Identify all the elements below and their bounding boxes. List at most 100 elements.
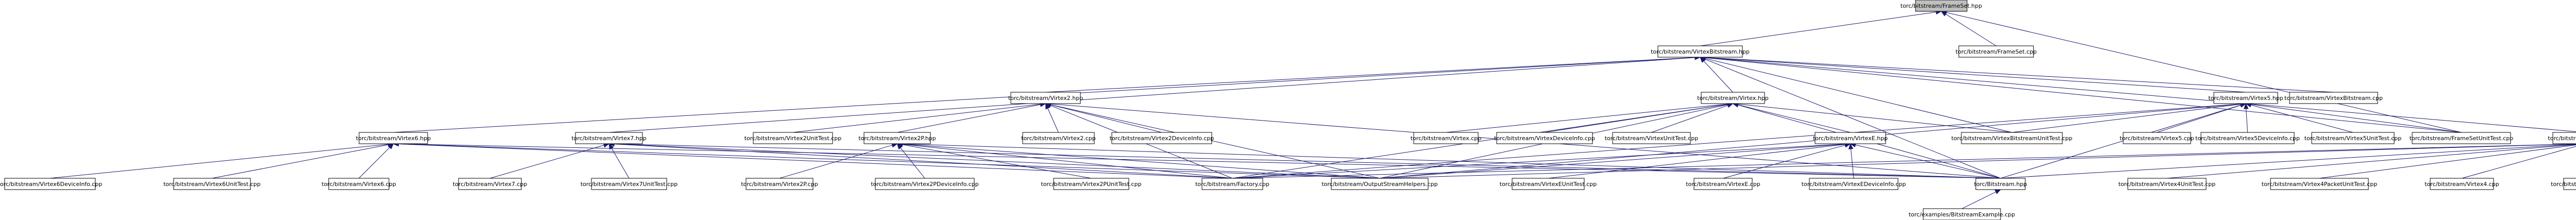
edge-line	[1723, 145, 1845, 179]
graph-node[interactable]: torc/bitstream/VirtexBitstream.hpp	[1651, 45, 1750, 58]
graph-node[interactable]: torc/bitstream/Virtex4PacketUnitTest.cpp	[2262, 178, 2378, 190]
node-label: torc/bitstream/Virtex5UnitTest.cpp	[2304, 135, 2402, 142]
edge-line	[49, 144, 388, 179]
graph-node[interactable]: torc/bitstream/Virtex.hpp	[1697, 92, 1769, 104]
graph-node[interactable]: torc/bitstream/Virtex5.cpp	[2120, 132, 2194, 144]
dependency-edge	[1732, 101, 2012, 133]
graph-node[interactable]: torc/bitstream/VirtexUnitTest.cpp	[1605, 132, 1699, 144]
edge-line	[1548, 144, 1845, 179]
node-label: torc/bitstream/VirtexBitstream.hpp	[1651, 48, 1750, 55]
graph-node[interactable]: torc/bitstream/VirtexEUnitTest.cpp	[1500, 178, 1597, 190]
graph-node[interactable]: torc/bitstream/FrameSetUnitTest.cpp	[2410, 132, 2514, 144]
graph-node[interactable]: torc/bitstream/Virtex2PDeviceInfo.cpp	[871, 178, 979, 190]
node-label: torc/bitstream/Virtex2.cpp	[1021, 135, 1095, 142]
graph-node[interactable]: torc/bitstream/Virtex.cpp	[1411, 132, 1481, 144]
graph-node[interactable]: torc/bitstream/Virtex6.cpp	[321, 178, 396, 190]
graph-node[interactable]: torc/bitstream/Virtex7.cpp	[453, 178, 527, 190]
graph-node[interactable]: torc/bitstream/VirtexBitstream.cpp	[2284, 92, 2383, 104]
edge-line	[1946, 12, 2462, 133]
node-box	[1053, 178, 1129, 190]
edge-line	[1961, 191, 1996, 209]
graph-node[interactable]: torc/bitstream/Virtex4DeviceInfo.cpp	[2551, 178, 2576, 190]
node-label: torc/bitstream/OutputStreamHelpers.cpp	[1321, 181, 1437, 188]
dependency-edge	[1699, 55, 2334, 93]
graph-node[interactable]: torc/bitstream/VirtexE.cpp	[1686, 178, 1760, 190]
edge-line	[1446, 104, 1728, 133]
graph-node[interactable]: torc/bitstream/Virtex6.hpp	[356, 132, 431, 144]
dependency-edge	[897, 102, 1046, 133]
graph-node[interactable]: torc/bitstream/Virtex4.cpp	[2425, 178, 2499, 190]
node-box	[1657, 45, 1743, 58]
graph-node[interactable]: torc/bitstream/Virtex5DeviceInfo.cpp	[2195, 132, 2300, 144]
graph-node[interactable]: torc/bitstream/VirtexE.hpp	[1813, 132, 1888, 144]
graph-node[interactable]: torc/bitstream/Virtex4.hpp	[2548, 132, 2576, 144]
node-box	[875, 178, 975, 190]
graph-node[interactable]: torc/Bitstream.hpp	[1974, 178, 2027, 190]
node-box	[863, 132, 931, 144]
node-label: torc/bitstream/VirtexBitstreamUnitTest.c…	[1952, 135, 2073, 142]
graph-node[interactable]: torc/examples/BitstreamExample.cpp	[1909, 208, 2015, 220]
node-label: torc/bitstream/Virtex2P.cpp	[741, 181, 818, 188]
node-box	[1331, 178, 1429, 190]
graph-node[interactable]: torc/bitstream/Virtex5.hpp	[2208, 92, 2283, 104]
edge-arrowhead	[608, 143, 614, 150]
graph-node[interactable]: torc/bitstream/Virtex6UnitTest.cpp	[163, 178, 261, 190]
node-label: torc/bitstream/Virtex6UnitTest.cpp	[163, 181, 261, 188]
node-box	[2289, 92, 2378, 104]
node-box	[173, 178, 251, 190]
graph-node[interactable]: torc/bitstream/Virtex2.hpp	[1008, 92, 1083, 104]
edge-line	[1738, 104, 2012, 133]
node-box	[1961, 132, 2063, 144]
edge-line	[1850, 148, 1854, 179]
node-box	[1693, 178, 1753, 190]
dependency-edge	[1232, 101, 2247, 179]
graph-node[interactable]: torc/bitstream/Virtex7UnitTest.cpp	[581, 178, 678, 190]
dependency-edge	[2462, 146, 2576, 179]
edge-line	[2000, 105, 2241, 179]
dependency-edge	[2243, 103, 2249, 133]
dependency-edge	[1940, 10, 2462, 133]
edge-line	[1705, 57, 2246, 93]
edge-line	[489, 145, 604, 179]
node-label: torc/bitstream/FrameSetUnitTest.cpp	[2410, 135, 2514, 142]
node-label: torc/bitstream/FrameSet.hpp	[1901, 3, 1982, 9]
edge-line	[2250, 104, 2462, 133]
node-box	[2552, 132, 2576, 144]
graph-node[interactable]: torc/bitstream/Virtex5UnitTest.cpp	[2304, 132, 2402, 144]
graph-node[interactable]: torc/bitstream/Virtex2UnitTest.cpp	[744, 132, 842, 144]
graph-node[interactable]: torc/bitstream/Virtex2P.hpp	[858, 132, 936, 144]
graph-node[interactable]: torc/bitstream/Virtex2PUnitTest.cpp	[1041, 178, 1142, 190]
graph-node[interactable]: torc/bitstream/Virtex4UnitTest.cpp	[2119, 178, 2216, 190]
node-label: torc/bitstream/Virtex2PDeviceInfo.cpp	[871, 181, 978, 188]
node-label: torc/bitstream/Virtex4PacketUnitTest.cpp	[2262, 181, 2378, 188]
graph-node[interactable]: torc/bitstream/Virtex2P.cpp	[741, 178, 818, 190]
node-label: torc/bitstream/Virtex5.cpp	[2120, 135, 2194, 142]
graph-node[interactable]: torc/bitstream/VirtexEDeviceInfo.cpp	[1802, 178, 1906, 190]
graph-node[interactable]: torc/bitstream/Factory.cpp	[1195, 178, 1269, 190]
node-box	[359, 132, 428, 144]
graph-node[interactable]: torc/bitstream/Virtex6DeviceInfo.cpp	[0, 178, 102, 190]
edge-line	[1738, 104, 1851, 133]
graph-node[interactable]: torc/bitstream/Virtex2.cpp	[1021, 132, 1096, 144]
node-label: torc/bitstream/Virtex2UnitTest.cpp	[744, 135, 842, 142]
node-label: torc/bitstream/Virtex.hpp	[1697, 95, 1768, 101]
edge-line	[614, 143, 1380, 179]
dependency-edge	[1940, 11, 1996, 46]
edge-line	[359, 147, 390, 179]
node-label: torc/examples/BitstreamExample.cpp	[1909, 211, 2015, 218]
dependency-edge	[2319, 144, 2576, 179]
edge-line	[398, 143, 1380, 179]
graph-node[interactable]: torc/bitstream/FrameSet.cpp	[1956, 45, 2037, 58]
graph-node[interactable]: torc/bitstream/FrameSet.hpp	[1901, 0, 1982, 12]
edge-line	[398, 143, 2001, 179]
graph-node[interactable]: torc/bitstream/VirtexBitstreamUnitTest.c…	[1952, 132, 2073, 144]
dependency-edge	[1700, 57, 1733, 93]
node-box	[745, 178, 814, 190]
dependency-edge	[1699, 55, 2576, 132]
graph-node[interactable]: torc/bitstream/Virtex7.hpp	[571, 132, 647, 144]
graph-node[interactable]: torc/bitstream/Virtex2DeviceInfo.cpp	[1110, 132, 1214, 144]
graph-node[interactable]: torc/bitstream/OutputStreamHelpers.cpp	[1321, 178, 1438, 190]
graph-node[interactable]: torc/bitstream/VirtexDeviceInfo.cpp	[1494, 132, 1595, 144]
dependency-edge	[1699, 57, 2001, 179]
